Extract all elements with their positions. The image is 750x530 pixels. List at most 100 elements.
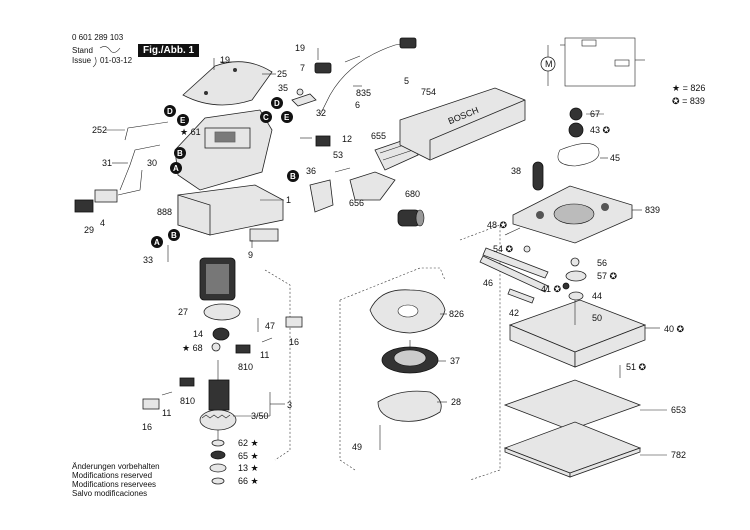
svg-text:D: D [274, 99, 280, 108]
leader-lines [105, 61, 667, 456]
part-label: 3 [287, 400, 292, 410]
part-label: 9 [248, 250, 253, 260]
svg-text:E: E [284, 113, 290, 122]
base-plate-839-part [512, 185, 633, 244]
washer-54-part [523, 245, 531, 253]
sanding-pad-40-part [508, 299, 647, 368]
part-label: 252 [92, 125, 107, 135]
part-label: 31 [102, 158, 112, 168]
bearing-14-part [212, 327, 230, 341]
ring-62-part [211, 439, 225, 447]
part-label: 680 [405, 189, 420, 199]
part-label: 43 ✪ [590, 125, 611, 135]
part-label: 810 [180, 396, 195, 406]
roller-38-part [532, 161, 544, 191]
part-label: 25 [277, 69, 287, 79]
ring-66-part [211, 477, 225, 485]
part-label: 11 [260, 350, 269, 360]
ring-68-part [211, 342, 221, 352]
spring-11a-part [261, 337, 273, 343]
callout-a-upper: A [170, 162, 182, 174]
capacitor-12-part [315, 135, 331, 147]
sanding-plate-782-part [503, 421, 642, 478]
part-label: 13 ★ [238, 463, 259, 473]
part-label: 839 [645, 205, 660, 215]
power-cord-part [319, 37, 417, 116]
part-label: 1 [286, 195, 291, 205]
grommet-35-part [296, 88, 304, 96]
note-line: Modifications reserved [72, 471, 153, 480]
part-label: 46 [483, 278, 493, 288]
part-label: 16 [289, 337, 299, 347]
part-label: 30 [147, 158, 157, 168]
note-line: Änderungen vorbehalten [72, 462, 160, 471]
part-label: 65 ★ [238, 451, 259, 461]
part-label: 27 [178, 307, 188, 317]
svg-text:B: B [290, 172, 296, 181]
doc-number: 0 601 289 103 [72, 33, 124, 42]
star-icon: ★ [672, 83, 681, 93]
part-label: 48 ✪ [487, 220, 508, 230]
part-label: 42 [509, 308, 519, 318]
label-plate-part [249, 228, 279, 242]
part-label: 656 [349, 198, 364, 208]
part-label: 4 [100, 218, 105, 228]
screw-48-part [504, 227, 521, 236]
cable-guide-32-part [291, 93, 317, 107]
legend-gear-value: = 839 [682, 96, 705, 106]
callout-b-lower: B [168, 229, 180, 241]
eccentric-57-part [565, 270, 587, 282]
part-label: 35 [278, 83, 288, 93]
part-label: 38 [511, 166, 521, 176]
svg-text:A: A [173, 164, 179, 173]
callout-d-upper: D [164, 105, 176, 117]
base-block-part [177, 184, 284, 236]
group-boundary [339, 267, 446, 301]
callout-d-right: D [271, 97, 283, 109]
field-coil-part [199, 257, 236, 301]
issue-label: Issue [72, 56, 92, 65]
notes-block: Änderungen vorbehalten Modifications res… [72, 462, 160, 498]
svg-text:C: C [263, 113, 269, 122]
part-label: 54 ✪ [493, 244, 514, 254]
brush-810b-part [179, 377, 195, 387]
part-label: 826 [449, 309, 464, 319]
part-label: ★ 68 [182, 343, 203, 353]
part-label: 11 [162, 408, 171, 418]
part-label: 57 ✪ [597, 271, 618, 281]
brush-holder-16a-part [285, 316, 303, 328]
part-label: 653 [671, 405, 686, 415]
issue-value: 01-03-12 [100, 56, 133, 65]
part-label: 53 [333, 150, 343, 160]
bearing-43-part [568, 122, 584, 138]
part-label: 7 [300, 63, 305, 73]
ring-56-part [570, 257, 580, 267]
part-label: 47 [265, 321, 275, 331]
part-label: 32 [316, 108, 326, 118]
brush-holder-16b-part [142, 398, 160, 410]
svg-text:A: A [154, 238, 160, 247]
part-label: 888 [157, 207, 172, 217]
figure-label: Fig./Abb. 1 [138, 44, 200, 57]
gear-badge-icon: ✪ [672, 96, 680, 106]
callout-b-right: B [287, 170, 299, 182]
group-boundary [459, 224, 501, 481]
armature-part [199, 360, 237, 445]
legend-star-value: = 826 [682, 83, 706, 93]
stand-label: Stand [72, 46, 93, 55]
callout-c-right: C [260, 111, 272, 123]
washer-13-part [209, 463, 227, 473]
spring-11b-part [161, 391, 173, 396]
issue-mark [92, 56, 97, 68]
dust-bag-754-part: BOSCH [399, 87, 526, 161]
note-line: Salvo modificaciones [72, 489, 148, 498]
washer-27-part [203, 303, 241, 321]
part-label: 3/50 [251, 411, 269, 421]
screw-41-part [562, 282, 570, 290]
part-label: 33 [143, 255, 153, 265]
part-label: 5 [404, 76, 409, 86]
callout-a-lower: A [151, 236, 163, 248]
part-label: 51 ✪ [626, 362, 647, 372]
main-housing-part [174, 109, 273, 191]
adapter-656-part [349, 171, 396, 201]
